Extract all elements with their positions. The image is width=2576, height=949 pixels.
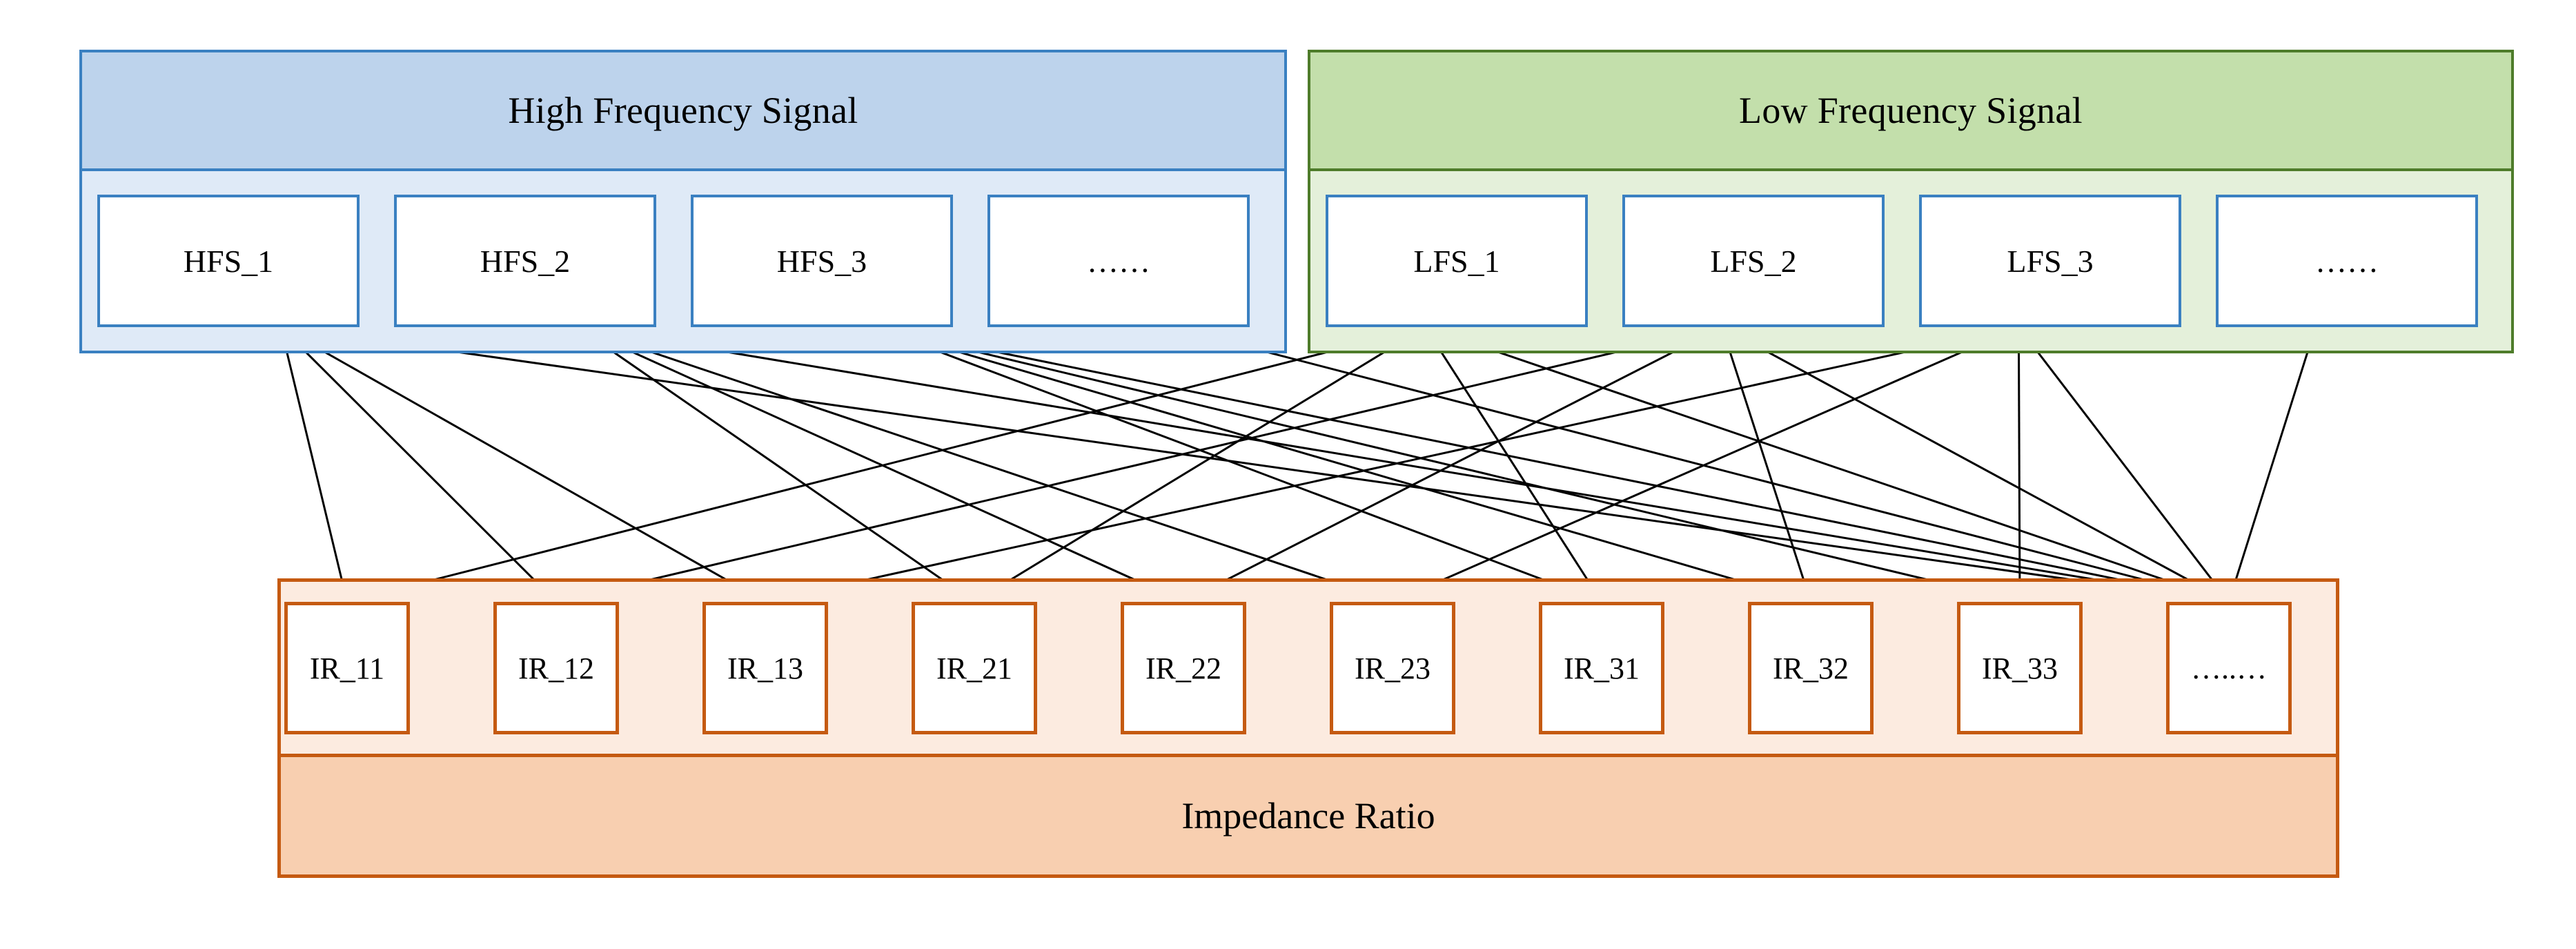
hfs-cell-2-label: HFS_2 [480,243,571,279]
ir-cell-11-label: IR_11 [309,651,385,685]
hfs-cell-ellipsis[interactable]: …… [987,195,1250,327]
low-frequency-signal-title: Low Frequency Signal [1739,90,2083,131]
ir-cell-22-label: IR_22 [1146,651,1221,685]
ir-cell-12-label: IR_12 [518,651,594,685]
impedance-ratio-group: IR_11 IR_12 IR_13 IR_21 IR_22 IR_23 IR_3… [277,578,2339,878]
ir-cell-22[interactable]: IR_22 [1121,602,1246,734]
ir-cell-ellipsis-label: …..… [2191,651,2267,685]
low-frequency-signal-header: Low Frequency Signal [1308,50,2514,171]
ir-cell-13-label: IR_13 [727,651,803,685]
ir-cell-11[interactable]: IR_11 [284,602,410,734]
lfs-cell-3-label: LFS_3 [2007,243,2094,279]
lfs-cell-2-label: LFS_2 [1710,243,1797,279]
lfs-cell-3[interactable]: LFS_3 [1919,195,2181,327]
hfs-cell-3-label: HFS_3 [776,243,867,279]
hfs-cell-1[interactable]: HFS_1 [97,195,360,327]
ir-cell-31[interactable]: IR_31 [1539,602,1664,734]
ir-cell-33-label: IR_33 [1982,651,2058,685]
ir-cell-32-label: IR_32 [1773,651,1849,685]
high-frequency-signal-header: High Frequency Signal [79,50,1287,171]
hfs-cell-ellipsis-label: …… [1087,243,1150,279]
high-frequency-signal-cells: HFS_1 HFS_2 HFS_3 …… [79,171,1287,353]
ir-cell-33[interactable]: IR_33 [1957,602,2083,734]
ir-cell-21-label: IR_21 [936,651,1012,685]
ir-cell-21[interactable]: IR_21 [912,602,1037,734]
hfs-cell-3[interactable]: HFS_3 [691,195,953,327]
hfs-cell-1-label: HFS_1 [183,243,274,279]
lfs-cell-1[interactable]: LFS_1 [1326,195,1588,327]
high-frequency-signal-group: High Frequency Signal HFS_1 HFS_2 HFS_3 … [79,50,1287,353]
lfs-cell-1-label: LFS_1 [1413,243,1500,279]
ir-cell-ellipsis[interactable]: …..… [2166,602,2292,734]
lfs-cell-ellipsis[interactable]: …… [2216,195,2478,327]
low-frequency-signal-group: Low Frequency Signal LFS_1 LFS_2 LFS_3 …… [1308,50,2514,353]
high-frequency-signal-title: High Frequency Signal [508,90,858,131]
ir-cell-31-label: IR_31 [1564,651,1640,685]
ir-cell-23[interactable]: IR_23 [1330,602,1455,734]
ir-cell-13[interactable]: IR_13 [702,602,828,734]
hfs-cell-2[interactable]: HFS_2 [394,195,656,327]
impedance-ratio-title: Impedance Ratio [1181,795,1435,837]
impedance-ratio-footer: Impedance Ratio [277,754,2339,878]
lfs-cell-2[interactable]: LFS_2 [1622,195,1885,327]
low-frequency-signal-cells: LFS_1 LFS_2 LFS_3 …… [1308,171,2514,353]
ir-cell-23-label: IR_23 [1355,651,1430,685]
lfs-cell-ellipsis-label: …… [2315,243,2379,279]
ir-cell-12[interactable]: IR_12 [493,602,619,734]
ir-cell-32[interactable]: IR_32 [1748,602,1874,734]
